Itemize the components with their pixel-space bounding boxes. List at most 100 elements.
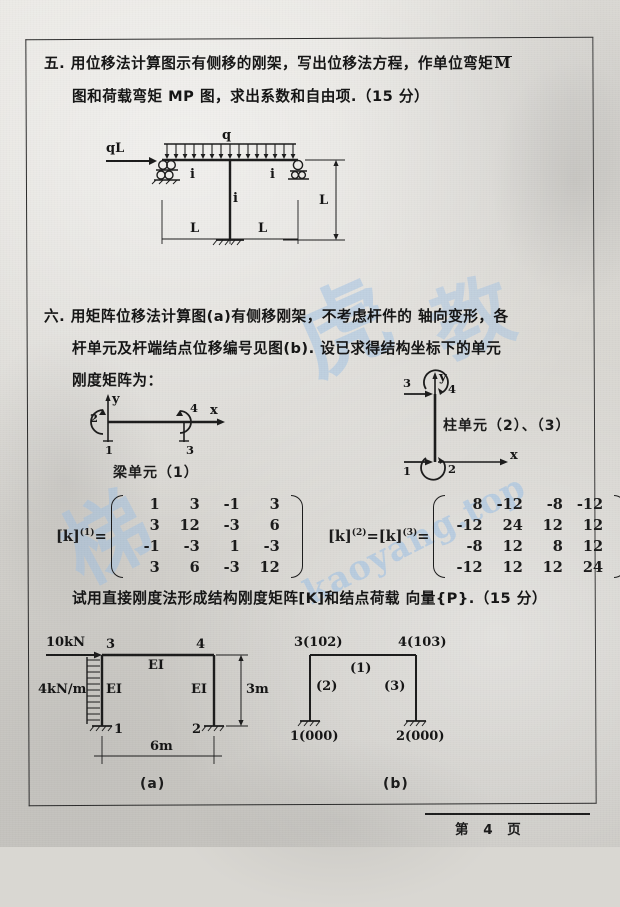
matrix2-cell: 12 — [502, 537, 523, 555]
matrix1-cell: -3 — [263, 537, 280, 555]
column-dof-4-label: 4 — [448, 382, 456, 396]
problem6-line1: 用矩阵位移法计算图(a)有侧移刚架，不考虑杆件的 轴向变形，各 — [70, 308, 509, 325]
beam-axis-y-label: y — [111, 392, 120, 407]
fig-b-node-4-label: 4(103) — [398, 635, 446, 650]
fig-b-node-1-label: 1(000) — [290, 729, 338, 744]
matrix2-cell: -12 — [576, 496, 604, 513]
fig-a-node-4-label: 4 — [196, 637, 205, 652]
beam-element-diagram: x 1 y 2 3 4 — [90, 392, 225, 457]
page-footer: 第 4 页 — [455, 822, 526, 838]
beam-dof-1-label: 1 — [105, 443, 113, 457]
matrix2-cell: 24 — [502, 516, 523, 534]
figure-b-diagram: 3(102) 4(103) 1(000) 2(000) (1) (2) (3) — [288, 632, 528, 752]
column-axis-y-label: y — [438, 370, 447, 385]
figure-b-caption: (b) — [383, 776, 409, 792]
matrix1-cell: -3 — [183, 537, 200, 555]
fig-a-ei-beam-label: EI — [148, 658, 164, 673]
problem5-frame-diagram: qL q i i i L L L — [48, 122, 348, 247]
beam-dof-4-label: 4 — [190, 401, 198, 415]
fig-a-dim-height-label: 3m — [246, 682, 269, 697]
column-axis-x-label: x — [510, 448, 518, 463]
column-dof-1-label: 1 — [403, 464, 411, 478]
matrix1-cell: -3 — [223, 558, 240, 576]
matrix2-cell: 12 — [542, 558, 563, 576]
figure-a-caption: (a) — [140, 776, 166, 792]
matrix1-label: [k](1)= — [56, 528, 107, 546]
beam-element-caption: 梁单元（1） — [113, 465, 199, 481]
matrix2-cell: 8 — [552, 537, 563, 555]
p5-stiffness-column-label: i — [233, 191, 238, 206]
beam-axis-x-label: x — [210, 403, 218, 418]
table-row: 3 6 -3 12 — [127, 558, 287, 579]
matrix2-cell: -12 — [456, 558, 483, 576]
table-row: -12 12 12 24 — [449, 558, 610, 579]
column-dof-2-label: 2 — [448, 462, 456, 476]
problem6-line2: 杆单元及杆端结点位移编号见图(b). 设已求得结构坐标下的单元 — [72, 340, 502, 357]
matrix2-right-bracket — [614, 495, 620, 579]
table-row: 1 3 -1 3 — [127, 495, 287, 516]
matrix1-cell: -1 — [223, 496, 240, 513]
p5-dim-height-label: L — [319, 193, 328, 208]
footer-rule — [425, 813, 590, 815]
matrix1-cell: 3 — [149, 558, 160, 576]
matrix1-cell: 1 — [229, 537, 240, 555]
matrix1-cell: 3 — [149, 516, 160, 534]
fig-a-dim-span-label: 6m — [150, 739, 173, 754]
matrix2-cell: -8 — [466, 537, 483, 555]
matrix1-cell: 6 — [269, 516, 280, 534]
p5-stiffness-left-label: i — [190, 167, 195, 182]
fig-a-point-load-label: 10kN — [46, 635, 85, 650]
p5-dim-span-right-label: L — [258, 221, 267, 236]
matrix2-cell: -8 — [546, 496, 563, 513]
table-row: -1 -3 1 -3 — [127, 537, 287, 558]
matrix1-cell: -3 — [223, 516, 240, 534]
problem5-number: 五. — [44, 55, 66, 72]
fig-b-element-2-label: (2) — [316, 679, 337, 694]
problem6-number: 六. — [44, 308, 66, 325]
matrix1-cell: 12 — [179, 516, 200, 534]
stiffness-matrix-1: [k](1)= 1 3 -1 3 3 12 -3 6 -1 -3 1 -3 3 … — [56, 495, 303, 579]
p5-load-qL-label: qL — [106, 141, 124, 156]
matrix2-table: 8 -12 -8 -12 -12 24 12 12 -8 12 8 12 -12… — [449, 495, 610, 578]
fig-b-node-2-label: 2(000) — [396, 729, 444, 744]
table-row: 3 12 -3 6 — [127, 516, 287, 537]
p5-dim-span-left-label: L — [190, 221, 199, 236]
problem5-line2: 图和荷载弯矩 MP 图，求出系数和自由项.（15 分） — [72, 88, 430, 105]
problem5-overline-M: M — [493, 55, 513, 72]
matrix1-cell: 3 — [189, 496, 200, 513]
matrix1-cell: 3 — [269, 496, 280, 513]
matrix2-cell: -12 — [456, 516, 483, 534]
matrix2-cell: -12 — [496, 496, 523, 513]
fig-a-node-1-label: 1 — [114, 722, 123, 737]
fig-b-node-3-label: 3(102) — [294, 635, 342, 650]
matrix2-cell: 12 — [582, 516, 604, 534]
beam-dof-2-label: 2 — [90, 411, 98, 425]
column-element-caption: 柱单元（2）、（3） — [443, 418, 571, 434]
problem6-closing-line: 试用直接刚度法形成结构刚度矩阵[K]和结点荷载 向量{P}.（15 分） — [72, 590, 547, 607]
matrix1-table: 1 3 -1 3 3 12 -3 6 -1 -3 1 -3 3 6 -3 12 — [127, 495, 287, 578]
fig-a-dist-load-label: 4kN/m — [38, 682, 87, 697]
matrix1-left-bracket — [110, 495, 123, 579]
matrix2-left-bracket — [433, 495, 446, 579]
fig-a-ei-left-label: EI — [106, 682, 122, 697]
problem5-line1-text: 用位移法计算图示有侧移的刚架，写出位移法方程，作单位弯矩 — [70, 55, 494, 72]
figure-a-diagram: 10kN 4kN/m 3 4 1 2 EI EI EI — [36, 632, 286, 772]
p5-stiffness-right-label: i — [270, 167, 275, 182]
matrix1-cell: 12 — [259, 558, 280, 576]
problem5-heading: 五. 用位移法计算图示有侧移的刚架，写出位移法方程，作单位弯矩M — [44, 50, 513, 78]
fig-a-ei-right-label: EI — [191, 682, 207, 697]
table-row: 8 -12 -8 -12 — [449, 495, 610, 516]
fig-b-element-1-label: (1) — [350, 661, 371, 676]
fig-b-element-3-label: (3) — [384, 679, 405, 694]
table-row: -12 24 12 12 — [449, 516, 610, 537]
matrix2-label: [k](2)=[k](3)= — [328, 528, 430, 546]
column-element-diagram: y 3 4 1 2 x — [392, 369, 522, 481]
matrix2-cell: 12 — [502, 558, 523, 576]
beam-dof-3-label: 3 — [186, 443, 194, 457]
matrix1-cell: 6 — [189, 558, 200, 576]
matrix1-cell: -1 — [143, 537, 160, 555]
matrix2-cell: 12 — [542, 516, 563, 534]
fig-a-node-2-label: 2 — [192, 722, 201, 737]
problem6-heading: 六. 用矩阵位移法计算图(a)有侧移刚架，不考虑杆件的 轴向变形，各 — [44, 303, 509, 331]
column-dof-3-label: 3 — [403, 376, 411, 390]
